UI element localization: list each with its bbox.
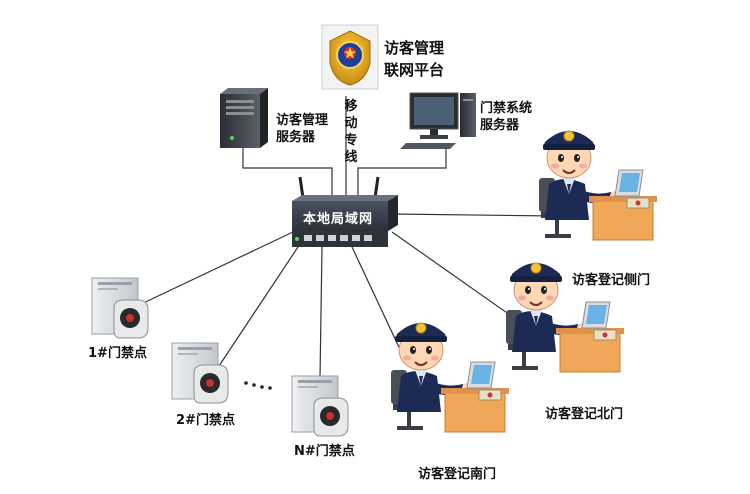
access-server-link bbox=[357, 146, 447, 203]
ellipsis-dots bbox=[244, 381, 272, 390]
gate-1-label: 1#门禁点 bbox=[88, 346, 147, 361]
platform-label-line1: 访客管理 bbox=[384, 39, 445, 57]
desk-south-link bbox=[351, 246, 406, 361]
server-icon bbox=[220, 88, 268, 148]
router-icon bbox=[292, 176, 398, 247]
officer-south-icon bbox=[389, 321, 511, 434]
gate-2-link bbox=[214, 243, 301, 373]
desk-side-link bbox=[391, 213, 556, 217]
visitor-server-link bbox=[242, 148, 333, 203]
gate-device-2-icon bbox=[171, 342, 229, 404]
connection-lines bbox=[134, 96, 556, 379]
platform-label-line2: 联网平台 bbox=[384, 61, 445, 79]
gate-device-n-icon bbox=[291, 375, 349, 437]
desk-north-link bbox=[391, 231, 511, 316]
desk-south-label: 访客登记南门 bbox=[418, 467, 497, 482]
gate-1-link bbox=[134, 231, 294, 308]
gate-n-link bbox=[319, 246, 323, 379]
officer-side-icon bbox=[537, 129, 659, 242]
leased-line-label: 移动专线 bbox=[344, 99, 358, 165]
lan-label: 本地局域网 bbox=[303, 212, 374, 227]
computer-icon bbox=[400, 92, 476, 149]
gate-2-label: 2#门禁点 bbox=[176, 413, 235, 428]
access-server-label: 门禁系统服务器 bbox=[480, 101, 533, 133]
desk-north-label: 访客登记北门 bbox=[545, 407, 624, 422]
desk-side-label: 访客登记侧门 bbox=[572, 273, 651, 288]
gate-n-label: N#门禁点 bbox=[294, 444, 355, 459]
gate-device-1-icon bbox=[91, 277, 149, 339]
visitor-server-label: 访客管理服务器 bbox=[276, 113, 329, 145]
police-badge-icon bbox=[321, 24, 379, 90]
